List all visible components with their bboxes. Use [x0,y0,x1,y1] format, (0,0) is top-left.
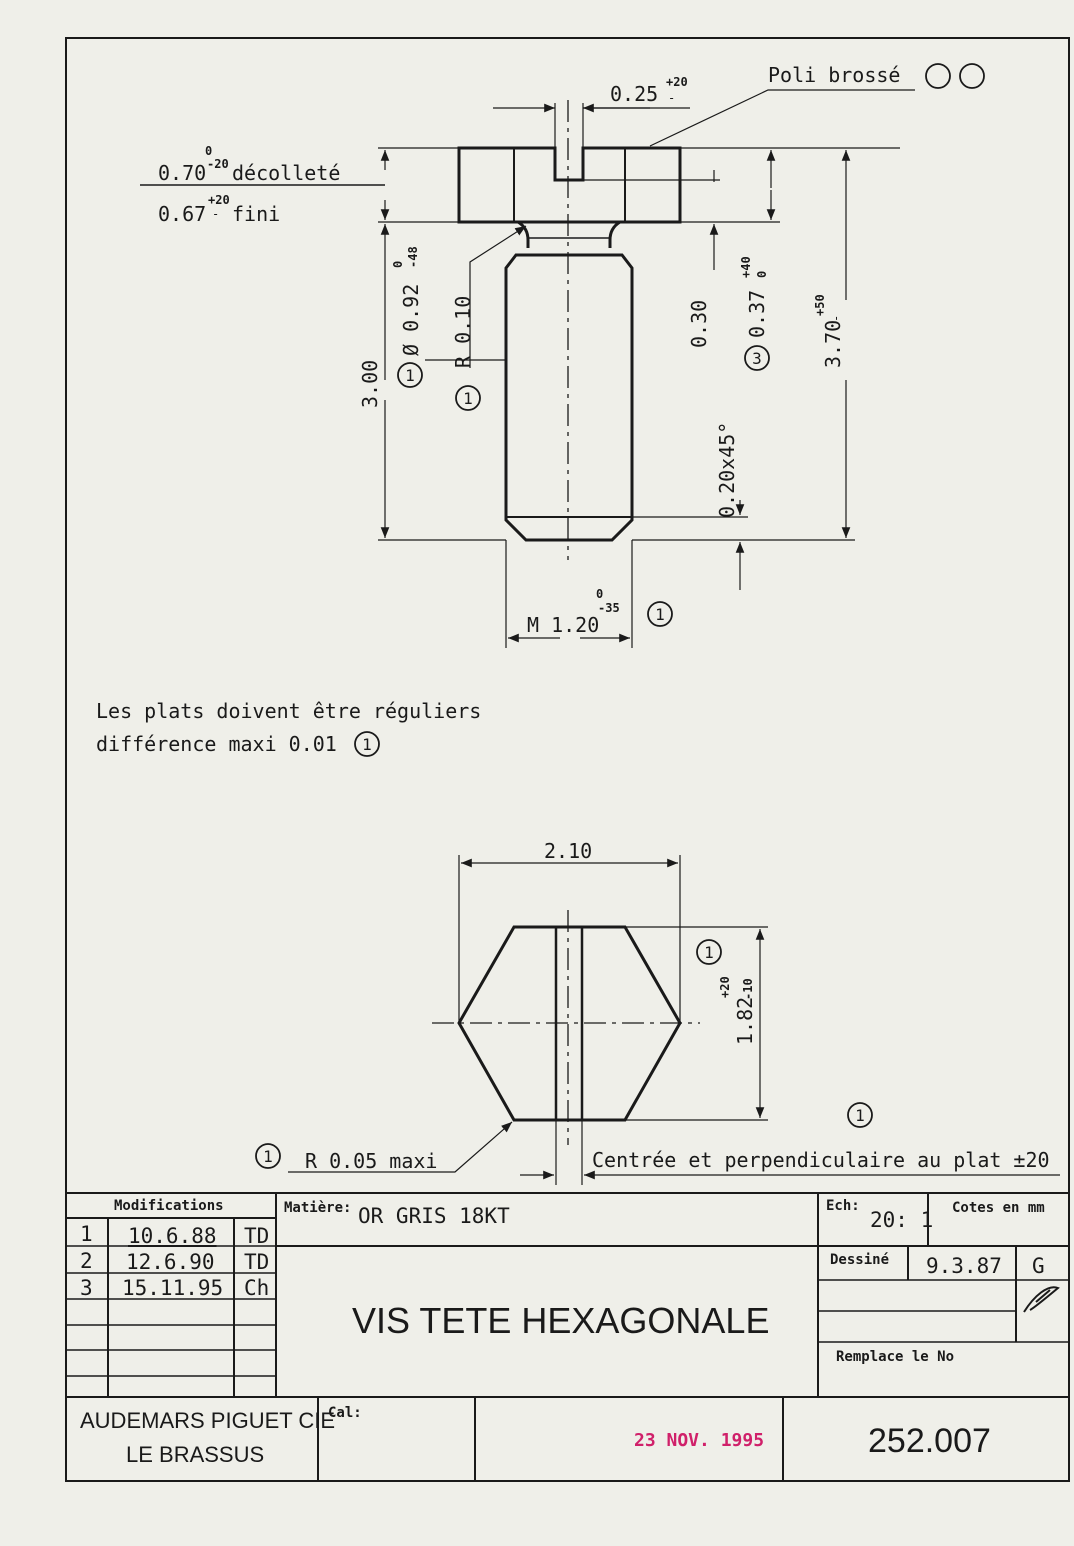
mod-row-3-num: 3 [80,1276,93,1300]
dim-total-tol-top: +50 [813,294,827,316]
mod-row-2-who: TD [244,1250,270,1274]
signature [1023,1286,1060,1313]
dim-diameter: Ø 0.92 [399,284,423,356]
dessine-label: Dessiné [830,1252,890,1268]
centered-note: Centrée et perpendiculaire au plat ±20 [592,1148,1050,1172]
note-line-1: Les plats doivent être réguliers [96,699,481,723]
circle-num: 1 [855,1106,865,1125]
circle-num: 1 [362,735,372,754]
dim-radius-hex: R 0.05 maxi [305,1149,437,1173]
ech-label: Ech: [826,1198,860,1214]
dim-hex-width: 2.10 [544,839,592,863]
side-view [140,89,915,648]
circle-num: 1 [704,943,714,962]
circle-num: 1 [405,366,415,385]
dim-diam-tol-low: -48 [406,246,420,268]
circle-num: 3 [752,349,762,368]
dim-head-tol-top: 0 [205,144,212,158]
dim-thread: M 1.20 [527,613,599,637]
company-line-2: LE BRASSUS [126,1442,265,1467]
dim-chamfer: 0.20x45° [715,422,739,518]
screw-head-outline [457,146,682,224]
cal-label: Cal: [328,1405,362,1421]
mod-row-1-num: 1 [80,1222,93,1246]
mod-row-3-who: Ch [244,1276,270,1300]
dim-head-decollete: 0.70 [158,161,206,185]
dim-hex-flats: 1.82 [733,997,757,1045]
title-block-grid [66,1192,1069,1481]
mod-row-2-num: 2 [80,1249,93,1273]
remplace-label: Remplace le No [836,1349,955,1365]
modifications-label: Modifications [114,1198,224,1214]
date-stamp: 23 NOV. 1995 [634,1430,765,1451]
screw-neck [517,220,530,248]
hex-view [288,855,1060,1185]
part-number: 252.007 [868,1422,991,1460]
screw-shank-outline [504,253,634,542]
dim-head-fini: 0.67 [158,202,206,226]
dim-037-tol-top: +40 [739,256,753,278]
dim-fini-tol-top: +20 [208,193,230,207]
dim-slot-width: 0.25 [610,82,658,106]
dim-fini-tol-low: - [212,207,219,221]
decollete-label: décolleté [232,161,340,185]
circled-markers [255,63,985,1169]
dim-total-length: 3.70 [821,320,845,368]
drawing-frame [65,37,1070,1482]
matiere-label: Matière: [284,1200,352,1216]
dim-radius: R 0.10 [451,296,475,368]
dim-037-tol-low: 0 [755,271,769,278]
circle-num: 1 [263,1147,273,1166]
dessine-initial: G [1032,1254,1045,1278]
dim-total-tol-low: - [829,315,843,322]
matiere-value: OR GRIS 18KT [358,1204,510,1228]
dim-head-037: 0.37 [745,290,769,338]
cotes-label: Cotes en mm [952,1200,1045,1216]
hex-outline [457,925,682,1122]
circle-num: 1 [655,605,665,624]
dim-thread-tol-low: -35 [598,601,620,615]
company-line-1: AUDEMARS PIGUET CIE [80,1408,336,1433]
dim-length-3: 3.00 [358,360,382,408]
mod-row-1-date: 10.6.88 [128,1224,217,1248]
dim-slot-depth: 0.30 [687,300,711,348]
dim-slot-width-tol: +20 [666,75,688,89]
mod-row-1-who: TD [244,1224,270,1248]
polish-label: Poli brossé [768,63,900,87]
dim-hex-tol-top: +20 [718,976,732,998]
mod-row-2-date: 12.6.90 [126,1250,215,1274]
dessine-date: 9.3.87 [926,1254,1002,1278]
dim-hex-tol-low: -10 [741,978,755,1000]
fini-label: fini [232,202,280,226]
mod-row-3-date: 15.11.95 [122,1276,224,1300]
dim-head-tol-low: -20 [207,157,229,171]
ech-value: 20: 1 [870,1208,934,1232]
dim-diam-tol-top: 0 [391,261,405,268]
drawing-title: VIS TETE HEXAGONALE [352,1300,770,1341]
note-line-2: différence maxi 0.01 [96,732,337,756]
dim-slot-width-tol-low: - [668,91,675,105]
dim-thread-tol-top: 0 [596,587,603,601]
circle-num: 1 [463,389,473,408]
